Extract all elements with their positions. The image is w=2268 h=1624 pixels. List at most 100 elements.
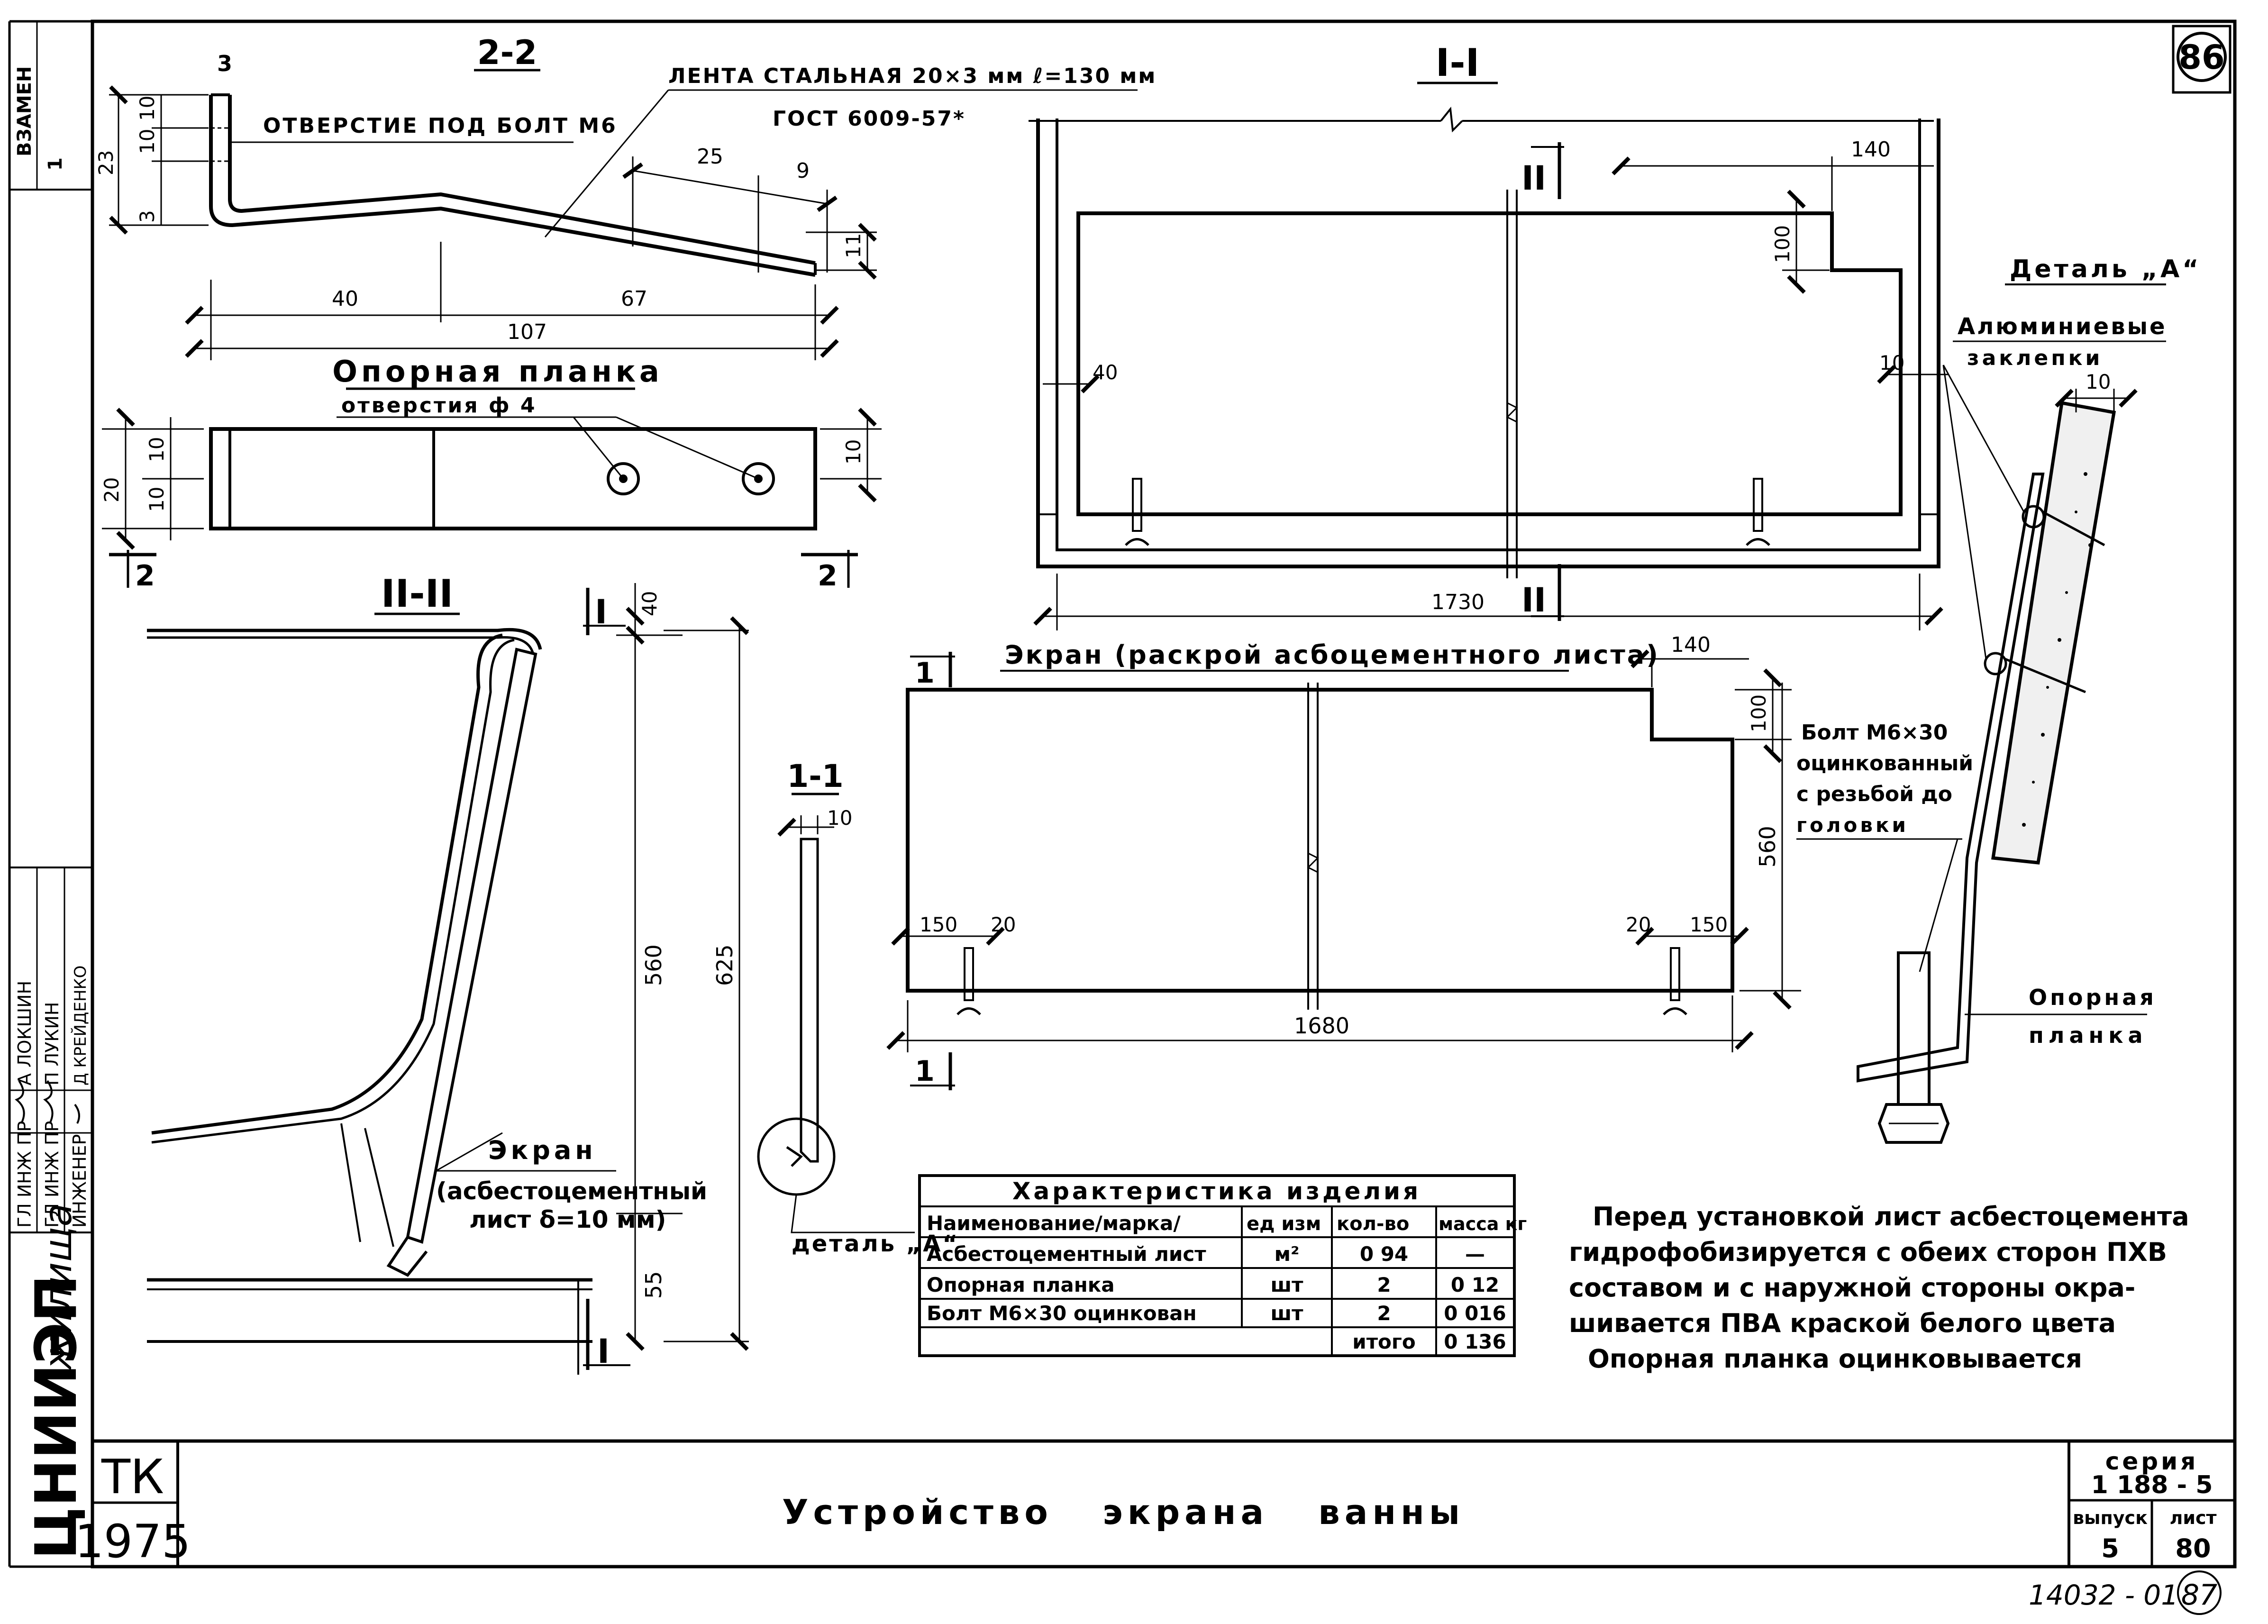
- svg-text:м²: м²: [1275, 1242, 1300, 1266]
- svg-text:0 12: 0 12: [1451, 1273, 1499, 1296]
- svg-text:составом и с наружной стороны: составом и с наружной стороны окра-: [1569, 1273, 2135, 1303]
- svg-text:серия: серия: [2105, 1448, 2198, 1475]
- sheet-number-badge: 86: [2172, 25, 2232, 94]
- archive-code: 14032 - 01: [2029, 1579, 2178, 1611]
- svg-text:107: 107: [507, 320, 547, 344]
- label-bolt-2: оцинкованный: [1796, 751, 1973, 776]
- support-strip-plan: Опорная планка отверстия ф 4 20 10 10 10…: [100, 354, 882, 593]
- layout-bolt-right: [1663, 947, 1687, 1015]
- svg-text:ед изм: ед изм: [1247, 1213, 1321, 1235]
- svg-text:625: 625: [712, 944, 738, 986]
- svg-text:1 188 - 5: 1 188 - 5: [2091, 1471, 2213, 1499]
- svg-text:67: 67: [621, 287, 647, 311]
- label-hole: ОТВЕРСТИЕ ПОД БОЛТ М6: [263, 114, 618, 138]
- notes: Перед установкой лист асбестоцемента гид…: [1569, 1202, 2189, 1374]
- svg-text:1730: 1730: [1431, 590, 1485, 614]
- dim-thickness: 3: [217, 51, 232, 76]
- svg-text:масса кг: масса кг: [1439, 1213, 1527, 1234]
- svg-text:0 136: 0 136: [1444, 1330, 1506, 1353]
- svg-text:II: II: [1521, 581, 1546, 620]
- section-II-II-title: II-II: [381, 572, 453, 616]
- svg-text:1: 1: [915, 1055, 935, 1088]
- svg-text:11: 11: [842, 233, 865, 258]
- signature-1: [15, 1080, 25, 1124]
- svg-text:10: 10: [145, 437, 168, 462]
- svg-text:2: 2: [1377, 1273, 1391, 1296]
- stamp-role-2: ГЛ ИНЖ ПР: [42, 1121, 63, 1228]
- svg-text:I: I: [597, 1332, 610, 1371]
- stamp-org-sub: жилища: [36, 1203, 80, 1371]
- svg-text:II: II: [1521, 159, 1546, 198]
- svg-text:гидрофобизируется с обеих стор: гидрофобизируется с обеих сторон ПХВ: [1569, 1237, 2167, 1267]
- svg-text:5: 5: [2101, 1533, 2119, 1563]
- label-bolt-1: Болт М6×30: [1801, 721, 1948, 745]
- svg-text:140: 140: [1671, 633, 1711, 657]
- svg-text:10: 10: [1879, 351, 1904, 374]
- section-2-2: 2-2 23 10 10 3 3 ОТВЕРСТИЕ ПОД БОЛТ М6 Л…: [94, 33, 1157, 360]
- svg-text:2: 2: [818, 559, 838, 593]
- signature-3: [74, 1104, 80, 1124]
- archive-mark: 14032 - 01 87: [2029, 1570, 2222, 1615]
- left-stamp: ВЗАМЕН 1 ГЛ ИНЖ ПР ГЛ ИНЖ ПР ИНЖЕНЕР А Л…: [8, 20, 92, 1568]
- section-I-I: I-I II II 140: [1029, 41, 1948, 630]
- svg-text:Опорная планка оцинковывается: Опорная планка оцинковывается: [1588, 1344, 2082, 1374]
- stamp-sheet-ref: 1: [45, 157, 66, 171]
- svg-text:100: 100: [1771, 225, 1794, 263]
- svg-text:10: 10: [145, 487, 168, 512]
- screen-layout: Экран (раскрой асбоцементного листа) 1 1…: [886, 633, 1801, 1090]
- svg-text:шт: шт: [1271, 1273, 1304, 1296]
- svg-text:шивается ПВА краской белого цв: шивается ПВА краской белого цвета: [1569, 1308, 2116, 1338]
- svg-text:шт: шт: [1271, 1302, 1304, 1325]
- svg-text:150: 150: [920, 913, 957, 936]
- svg-text:2: 2: [1377, 1302, 1391, 1325]
- svg-text:0 94: 0 94: [1360, 1242, 1408, 1266]
- year: 1975: [75, 1515, 191, 1568]
- bolt-right: [1746, 478, 1770, 546]
- label-screen-1: Экран: [488, 1135, 597, 1165]
- label-strip-1: ЛЕНТА СТАЛЬНАЯ 20×3 мм ℓ=130 мм: [668, 64, 1157, 88]
- section-I-I-title: I-I: [1436, 41, 1480, 85]
- svg-text:кол-во: кол-во: [1337, 1213, 1409, 1235]
- support-strip-title: Опорная планка: [332, 354, 663, 389]
- svg-text:лист: лист: [2169, 1507, 2216, 1528]
- spec-row-2-name: Опорная планка: [927, 1273, 1115, 1296]
- label-screen-2: (асбестоцементный: [436, 1177, 707, 1205]
- svg-text:10: 10: [136, 129, 159, 154]
- svg-text:560: 560: [1755, 826, 1780, 867]
- signature-2: [43, 1080, 54, 1124]
- tk-code: ТК: [101, 1449, 164, 1505]
- svg-text:86: 86: [2178, 38, 2224, 77]
- section-II-II: II-II I I 40 560 55 625: [147, 572, 749, 1375]
- svg-text:20: 20: [991, 913, 1016, 936]
- svg-text:10: 10: [2086, 370, 2111, 393]
- drawing-title: Устройство экрана ванны: [782, 1492, 1465, 1532]
- svg-text:3: 3: [136, 210, 159, 223]
- svg-text:1: 1: [915, 657, 935, 690]
- spec-table: Характеристика изделия Наименование/марк…: [918, 1174, 1527, 1357]
- spec-row-1-name: Асбестоцементный лист: [927, 1242, 1206, 1266]
- svg-text:150: 150: [1690, 913, 1728, 936]
- svg-text:40: 40: [1093, 361, 1118, 384]
- svg-text:выпуск: выпуск: [2073, 1507, 2148, 1528]
- svg-text:итого: итого: [1352, 1330, 1415, 1353]
- svg-text:1680: 1680: [1294, 1013, 1349, 1039]
- label-bolt-4: головки: [1796, 813, 1909, 837]
- svg-text:Наименование/марка/: Наименование/марка/: [927, 1212, 1181, 1235]
- label-bolt-3: с резьбой до: [1796, 782, 1952, 806]
- stamp-org: ЦНИИЭП: [24, 1275, 90, 1560]
- svg-text:10: 10: [842, 439, 865, 465]
- label-rivets-2: заклепки: [1967, 346, 2103, 370]
- stamp-role-1: ГЛ ИНЖ ПР: [14, 1121, 35, 1228]
- layout-bolt-left: [956, 947, 981, 1015]
- svg-text:100: 100: [1747, 694, 1770, 732]
- title-block: ТК 1975 Устройство экрана ванны серия 1 …: [75, 1448, 2217, 1568]
- stamp-name-3: Д КРЕЙДЕНКО: [71, 966, 90, 1086]
- label-screen-3: лист δ=10 мм): [469, 1206, 666, 1233]
- detail-a: Деталь „А“ Алюминиевые заклепки 10: [1796, 255, 2198, 1144]
- svg-text:0 016: 0 016: [1444, 1302, 1506, 1325]
- archive-page: 87: [2181, 1578, 2217, 1612]
- svg-text:20: 20: [1626, 913, 1651, 936]
- label-strip-2: планка: [2029, 1022, 2148, 1048]
- svg-text:40: 40: [638, 591, 661, 616]
